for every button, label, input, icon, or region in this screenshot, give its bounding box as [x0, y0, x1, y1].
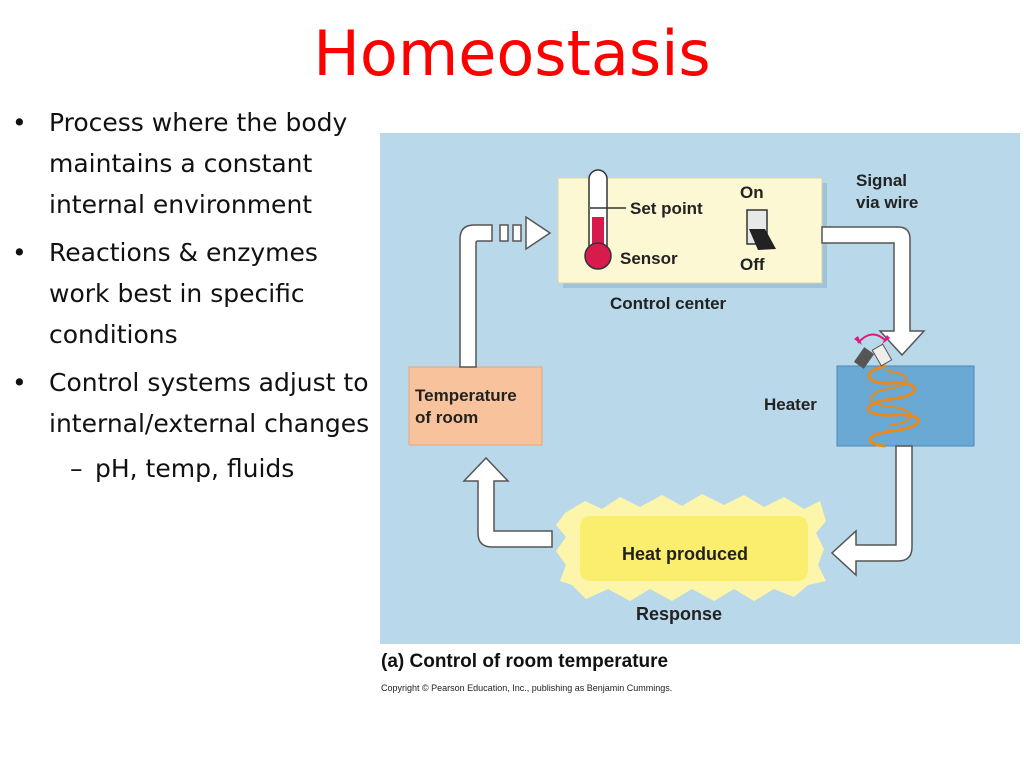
bullet-marker: • — [12, 238, 27, 267]
temperature-label: Temperature — [415, 386, 517, 405]
thermometer-bulb — [584, 242, 612, 270]
heater-switch-icon — [853, 347, 875, 369]
response-label: Response — [636, 604, 722, 624]
heat-produced-box — [580, 516, 808, 581]
homeostasis-diagram: Set point Sensor On Off Control center S… — [380, 133, 1020, 644]
feedback-arrowhead — [525, 215, 552, 251]
sub-bullet-text: pH, temp, fluids — [95, 454, 295, 483]
heater-label: Heater — [764, 395, 817, 414]
bullet-marker: • — [12, 368, 27, 397]
toggle-arrowhead-right — [882, 335, 890, 344]
feedback-arrow — [459, 224, 493, 368]
feedback-arrow-dash — [499, 224, 509, 242]
bullet-text: Process where the body maintains a const… — [49, 108, 348, 219]
temperature-box — [408, 366, 543, 446]
bullet-item: • Reactions & enzymes work best in specif… — [0, 232, 370, 355]
heater-switch-on-icon — [871, 343, 893, 367]
bullet-item: • Control systems adjust to internal/exte… — [0, 362, 370, 444]
figure-caption: (a) Control of room temperature — [381, 651, 669, 672]
copyright-notice: Copyright © Pearson Education, Inc., pub… — [381, 683, 673, 693]
sensor-label: Sensor — [620, 249, 678, 268]
toggle-arrowhead-left — [854, 336, 862, 345]
toggle-arc-icon — [857, 333, 887, 344]
bullet-list: • Process where the body maintains a cons… — [0, 102, 370, 496]
sub-bullet-item: –pH, temp, fluids — [0, 448, 370, 489]
feedback-arrow-dash — [512, 224, 522, 242]
via-wire-label: via wire — [856, 193, 918, 212]
sub-bullet-marker: – — [70, 454, 83, 483]
bullet-item: • Process where the body maintains a cons… — [0, 102, 370, 225]
set-point-label: Set point — [630, 199, 703, 218]
signal-arrow — [821, 226, 926, 357]
switch-on-label: On — [740, 183, 764, 202]
bullet-text: Control systems adjust to internal/exter… — [49, 368, 370, 438]
control-center-label: Control center — [610, 294, 727, 313]
heater-coil-inner — [870, 370, 912, 426]
switch-off-label: Off — [740, 255, 765, 274]
response-arrow — [462, 456, 553, 548]
of-room-label: of room — [415, 408, 478, 427]
heater-coil-icon — [866, 364, 920, 448]
signal-label: Signal — [856, 171, 907, 190]
switch-lever — [749, 229, 776, 250]
heat-arrow — [830, 445, 913, 577]
heat-produced-label: Heat produced — [622, 544, 748, 564]
slide-title: Homeostasis — [313, 17, 711, 90]
bullet-text: Reactions & enzymes work best in specifi… — [49, 238, 318, 349]
bullet-marker: • — [12, 108, 27, 137]
